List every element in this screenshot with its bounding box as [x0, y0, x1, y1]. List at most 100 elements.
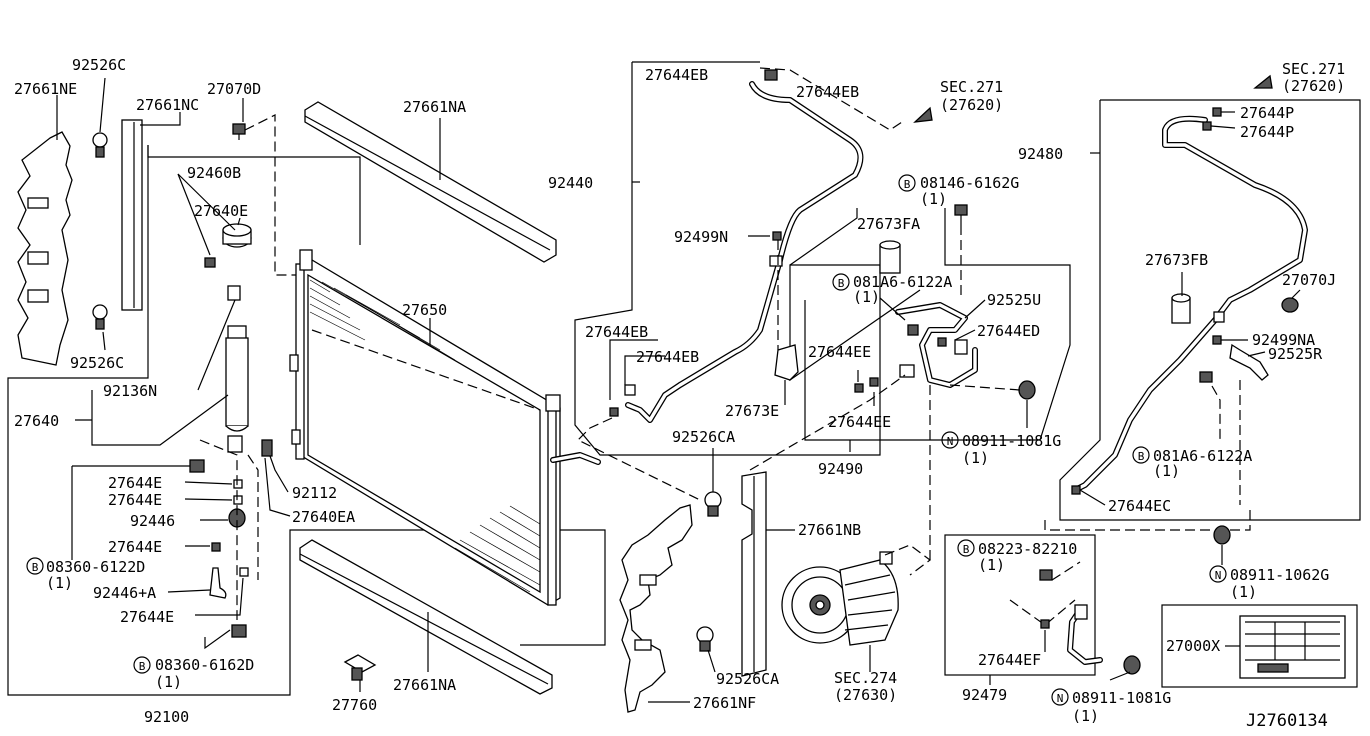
- label-27760: 27760: [332, 696, 377, 714]
- svg-text:B: B: [139, 660, 146, 673]
- label-qty: (1): [853, 288, 880, 306]
- label-27070j: 27070J: [1282, 271, 1336, 289]
- label-27640e: 27640E: [194, 202, 248, 220]
- fitting-27673fb: [1171, 293, 1191, 324]
- svg-text:N: N: [1057, 692, 1064, 705]
- label-27644e: 27644E: [108, 491, 162, 509]
- bolt-circle-icon: B: [832, 273, 850, 291]
- hose-92479: [1040, 604, 1141, 675]
- svg-text:B: B: [904, 178, 911, 191]
- frame-92490: [789, 208, 1071, 452]
- label-27630: (27630): [834, 686, 897, 704]
- label-27661na: 27661NA: [393, 676, 456, 694]
- svg-text:B: B: [1138, 450, 1145, 463]
- label-92526c: 92526C: [70, 354, 124, 372]
- label-08146-6162g: 08146-6162G: [920, 174, 1019, 192]
- label-qty: (1): [1230, 583, 1257, 601]
- label-92525r: 92525R: [1268, 345, 1323, 363]
- label-92526ca: 92526CA: [716, 670, 779, 688]
- diagram-id: J2760134: [1246, 711, 1328, 731]
- label-sec271: SEC.271: [940, 78, 1003, 96]
- label-27673e: 27673E: [725, 402, 779, 420]
- label-qty: (1): [1072, 707, 1099, 725]
- label-qty: (1): [155, 673, 182, 691]
- clip-27760: [343, 654, 377, 681]
- arrow-sec271-a: [913, 106, 933, 123]
- label-08911-1062g: 08911-1062G: [1230, 566, 1329, 584]
- label-92499na: 92499NA: [1252, 331, 1315, 349]
- label-27644eb: 27644EB: [636, 348, 699, 366]
- seal-27661nb: [741, 471, 767, 677]
- label-27644e: 27644E: [120, 608, 174, 626]
- label-qty: (1): [978, 556, 1005, 574]
- bolt-circle-icon: B: [133, 656, 151, 674]
- label-92499n: 92499N: [674, 228, 728, 246]
- label-92526ca: 92526CA: [672, 428, 735, 446]
- pipe-92440: [609, 69, 864, 423]
- label-27644e: 27644E: [108, 474, 162, 492]
- label-92112: 92112: [292, 484, 337, 502]
- label-27640: 27640: [14, 412, 59, 430]
- label-08223-82210: 08223-82210: [978, 540, 1077, 558]
- label-27644ec: 27644EC: [1108, 497, 1171, 515]
- label-92460b: 92460B: [187, 164, 241, 182]
- hose-92490: [854, 302, 1036, 400]
- label-27644e: 27644E: [108, 538, 162, 556]
- label-sec274: SEC.274: [834, 669, 897, 687]
- bolt-circle-icon: B: [1132, 446, 1150, 464]
- label-92526c: 92526C: [72, 56, 126, 74]
- seal-27661nc: [121, 119, 143, 311]
- bolt-08223-82210: [1039, 569, 1053, 581]
- label-27673fb: 27673FB: [1145, 251, 1208, 269]
- label-92480: 92480: [1018, 145, 1063, 163]
- clip-92526ca-bottom: [696, 626, 714, 652]
- frame-92480: [1059, 99, 1361, 521]
- label-27644ee: 27644EE: [808, 343, 871, 361]
- label-27000x: 27000X: [1166, 637, 1220, 655]
- label-qty: (1): [1153, 462, 1180, 480]
- label-08360-6162d: 08360-6162D: [155, 656, 254, 674]
- label-92479: 92479: [962, 686, 1007, 704]
- label-27661nf: 27661NF: [693, 694, 756, 712]
- label-27070d: 27070D: [207, 80, 261, 98]
- label-27620: (27620): [940, 96, 1003, 114]
- label-92100: 92100: [144, 708, 189, 726]
- bracket-27661nf: [619, 504, 693, 713]
- label-27644p: 27644P: [1240, 104, 1294, 122]
- condenser-fins-bottom: [454, 505, 541, 593]
- nut-08911-1062g: [1213, 525, 1231, 545]
- receiver-drier-27640: [225, 285, 249, 453]
- condenser-27650: [289, 249, 601, 606]
- bolt-circle-icon: B: [26, 557, 44, 575]
- label-27644p: 27644P: [1240, 123, 1294, 141]
- label-27644eb: 27644EB: [796, 83, 859, 101]
- label-92490: 92490: [818, 460, 863, 478]
- label-27661ne: 27661NE: [14, 80, 77, 98]
- label-27644eb: 27644EB: [645, 66, 708, 84]
- frame-92440: [574, 61, 921, 456]
- fitting-27673fa: [879, 240, 901, 274]
- nut-circle-icon: N: [1051, 688, 1069, 706]
- label-qty: (1): [962, 449, 989, 467]
- label-27661na: 27661NA: [403, 98, 466, 116]
- symbols: B B B B B B N N: [26, 174, 1227, 706]
- svg-text:B: B: [963, 543, 970, 556]
- clip-92526ca-top: [704, 491, 722, 517]
- label-081a6-6122a: 081A6-6122A: [1153, 447, 1252, 465]
- label-92446: 92446: [130, 512, 175, 530]
- label-92440: 92440: [548, 174, 593, 192]
- seal-27661na-top: [304, 101, 557, 263]
- bolt-27070j: [1281, 297, 1299, 313]
- label-box-27000x: [1161, 604, 1358, 688]
- bolt-08146-6162g: [954, 204, 968, 225]
- nut-circle-icon: N: [1209, 565, 1227, 583]
- label-08911-1081g: 08911-1081G: [962, 432, 1061, 450]
- label-92136n: 92136N: [103, 382, 157, 400]
- label-27620: (27620): [1282, 77, 1345, 95]
- label-sec271: SEC.271: [1282, 60, 1345, 78]
- label-qty: (1): [920, 190, 947, 208]
- svg-text:N: N: [947, 435, 954, 448]
- bracket-27661ne: [17, 131, 73, 366]
- label-qty: (1): [46, 574, 73, 592]
